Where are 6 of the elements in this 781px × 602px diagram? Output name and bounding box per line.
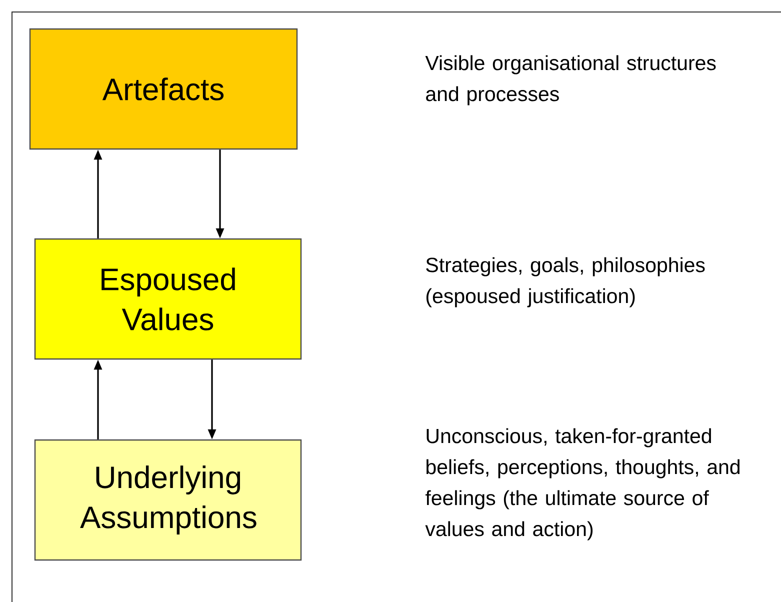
layer-box: Underlying Assumptions	[34, 439, 302, 561]
description-text: Strategies, goals, philosophies (espoused justification)	[426, 257, 705, 308]
layer-box: Espoused Values	[34, 238, 302, 360]
description-text: Visible organisational structures and processes	[425, 55, 716, 106]
description-text: Unconscious, taken-for-granted beliefs, perceptions, thoughts, and feelings (the ultimate source of values and action)	[425, 428, 740, 540]
layer-box: Artefacts	[29, 28, 298, 150]
